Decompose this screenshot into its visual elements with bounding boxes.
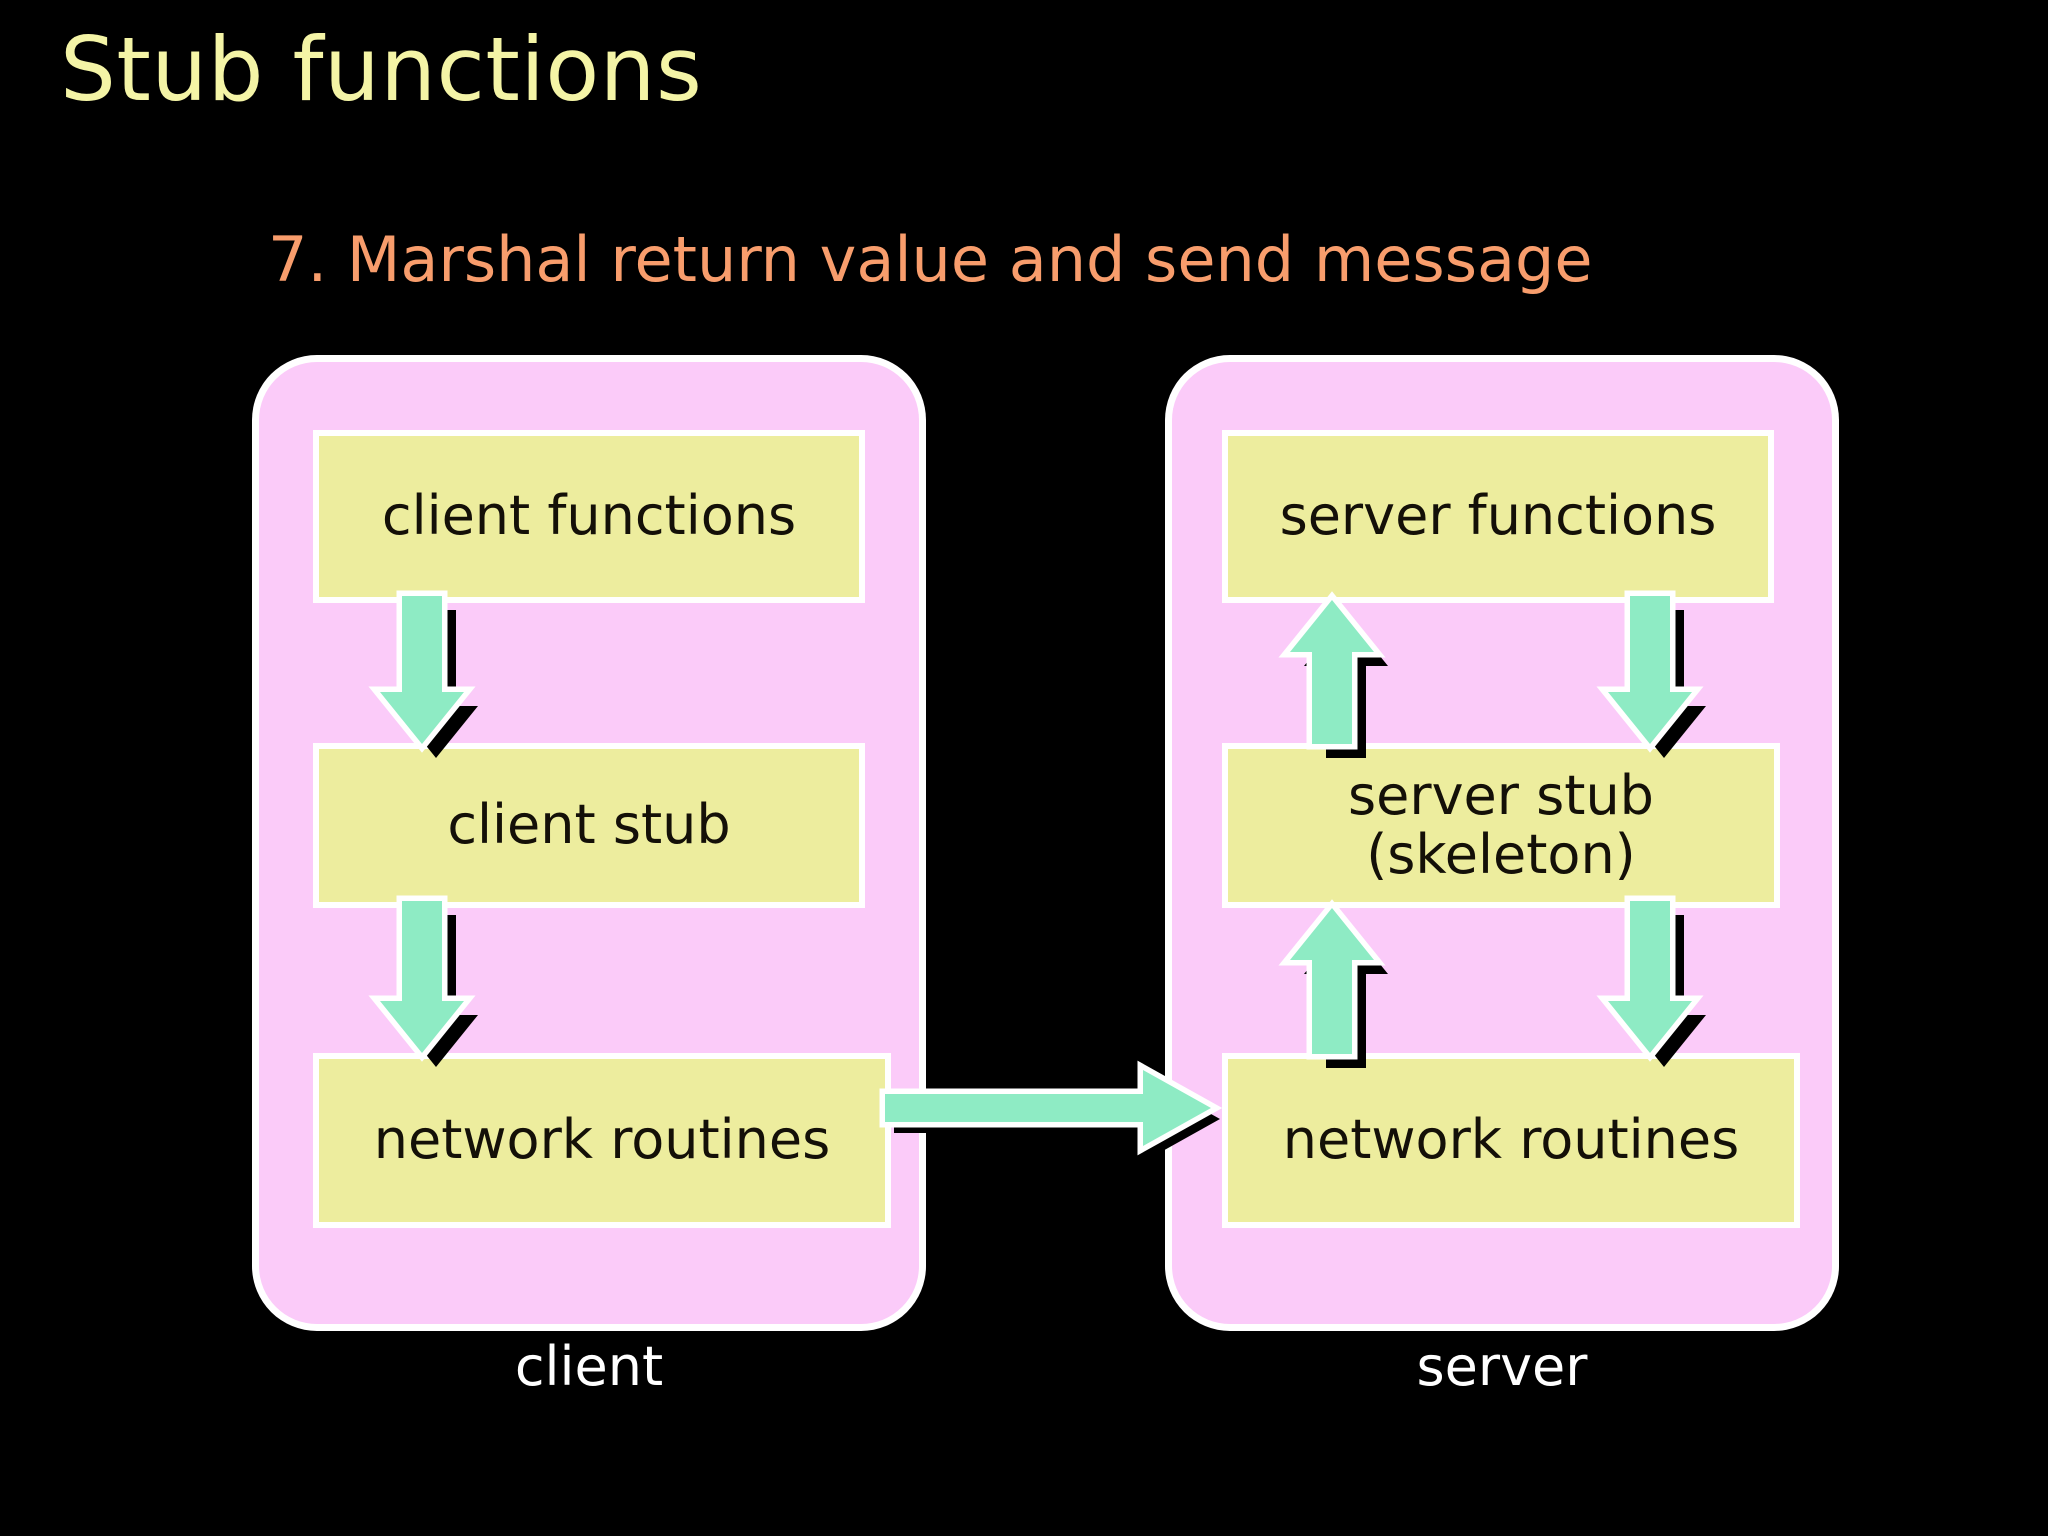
box-server-stub-label-line2: (skeleton): [1366, 822, 1636, 886]
box-client-network-routines-label: network routines: [373, 1108, 831, 1172]
box-client-stub[interactable]: client stub: [313, 743, 873, 916]
box-client-network-routines[interactable]: network routines: [313, 1053, 899, 1236]
box-client-stub-label: client stub: [447, 793, 731, 857]
box-server-stub-label-line1: server stub: [1348, 764, 1654, 828]
server-label: server: [1416, 1335, 1588, 1398]
arrow-client-functions-to-stub-icon: [368, 590, 520, 761]
arrow-client-stub-to-network-icon: [368, 895, 520, 1071]
arrow-server-stub-to-network-icon: [1596, 895, 1748, 1071]
box-server-network-routines[interactable]: network routines: [1222, 1053, 1808, 1236]
client-label: client: [514, 1335, 664, 1398]
arrow-client-network-to-server-network-icon: [879, 1060, 1245, 1170]
box-client-functions-label: client functions: [381, 484, 797, 548]
arrow-server-functions-to-stub-icon: [1596, 590, 1748, 761]
arrow-server-network-to-stub-icon: [1278, 899, 1430, 1068]
box-server-functions[interactable]: server functions: [1222, 430, 1782, 611]
page-title: Stub functions: [60, 18, 703, 121]
arrow-server-stub-to-functions-icon: [1278, 591, 1430, 760]
box-client-functions[interactable]: client functions: [313, 430, 873, 611]
box-server-network-routines-label: network routines: [1282, 1108, 1740, 1172]
box-server-stub[interactable]: server stub (skeleton): [1222, 743, 1788, 916]
step-subtitle: 7. Marshal return value and send message: [268, 223, 1593, 296]
box-server-functions-label: server functions: [1279, 484, 1717, 548]
